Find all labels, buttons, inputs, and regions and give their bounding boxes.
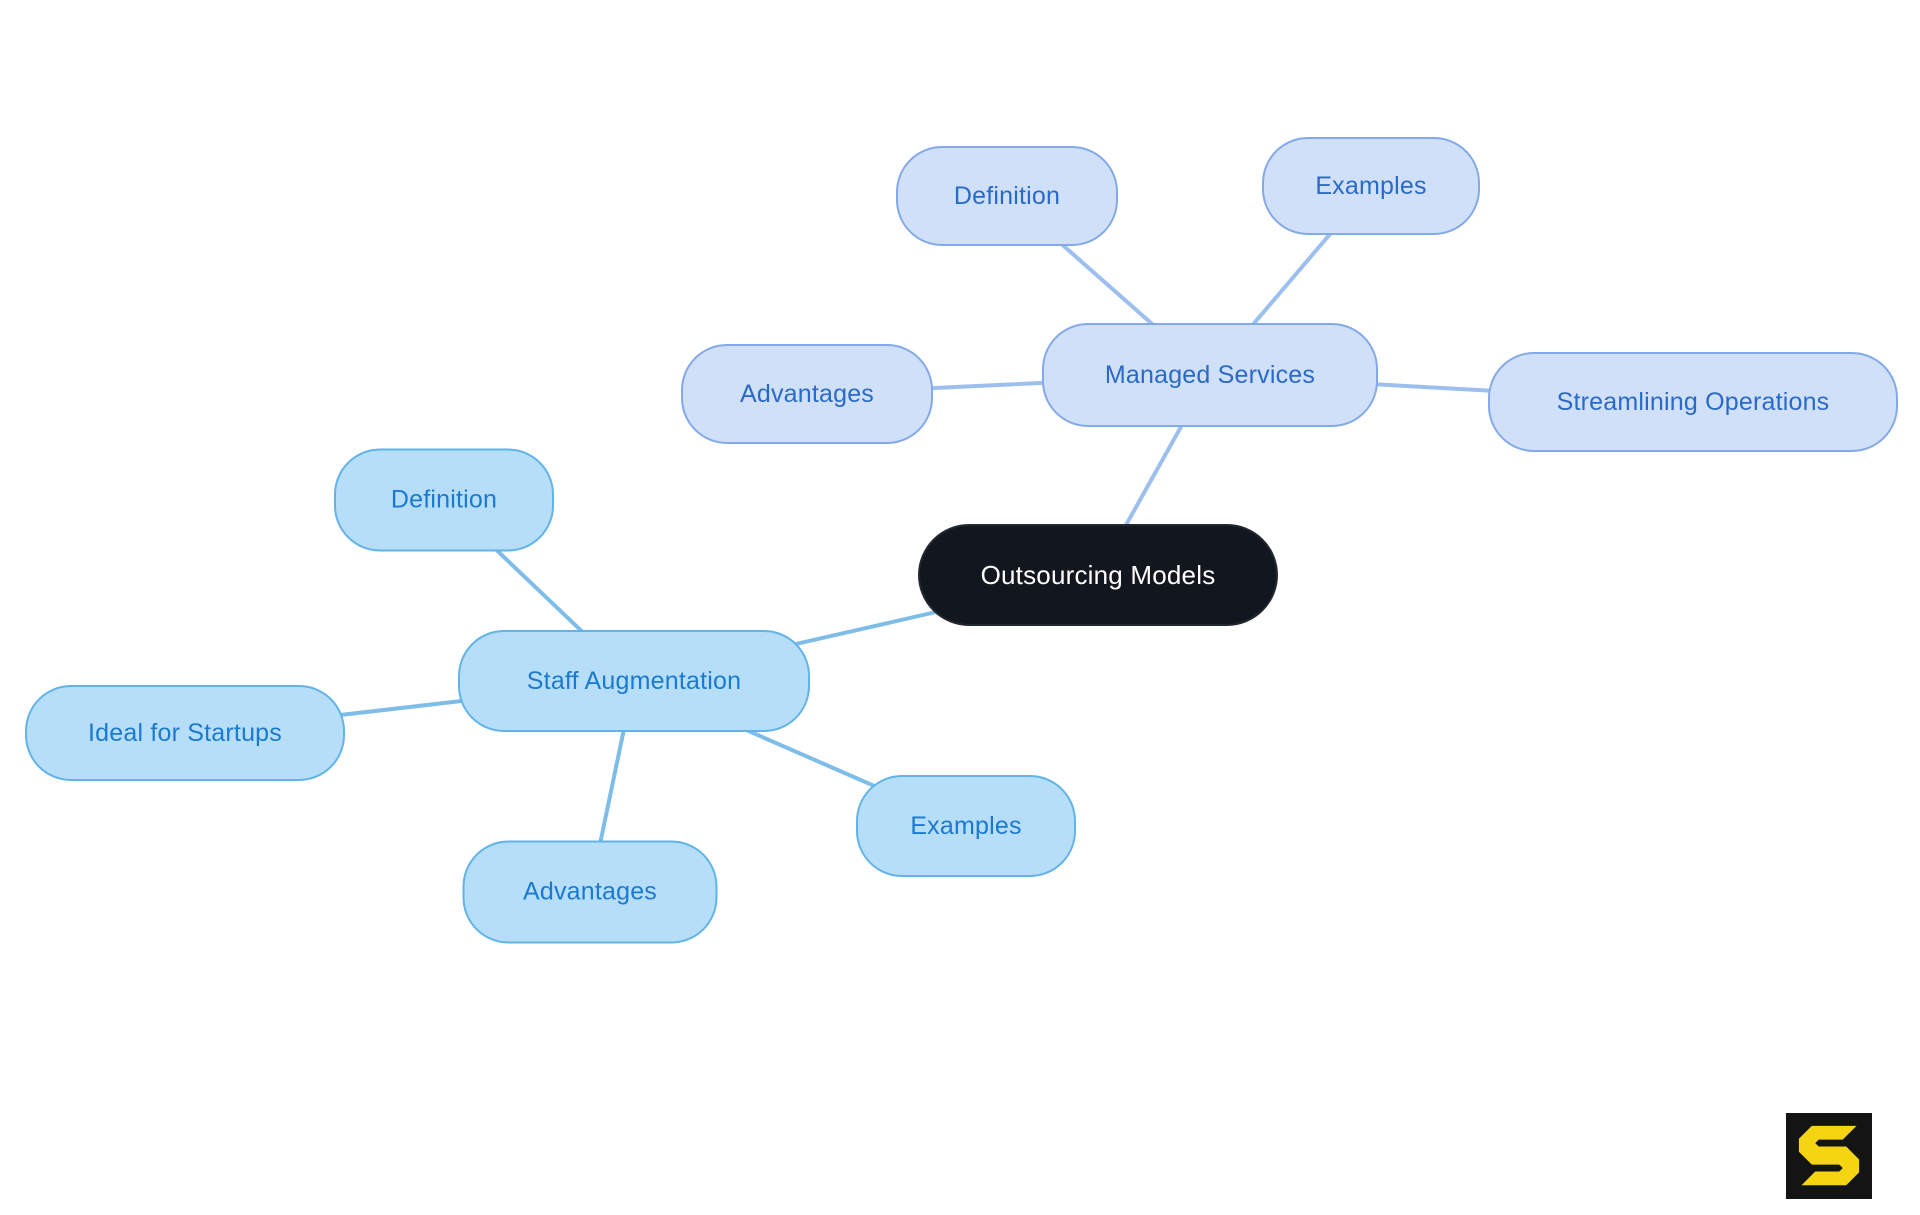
mindmap-node-staff: Staff Augmentation	[458, 630, 810, 732]
mindmap-node-managed-examples: Examples	[1262, 137, 1480, 235]
mindmap-node-managed-definition: Definition	[896, 146, 1118, 246]
mindmap-node-staff-advantages: Advantages	[462, 840, 718, 944]
mindmap-node-center: Outsourcing Models	[918, 524, 1278, 626]
s-logo-icon	[1786, 1113, 1872, 1199]
mindmap-node-staff-definition: Definition	[334, 448, 554, 552]
mindmap-node-managed: Managed Services	[1042, 323, 1378, 427]
mindmap-node-staff-ideal: Ideal for Startups	[25, 685, 345, 781]
s-glyph	[1798, 1125, 1860, 1186]
mindmap-node-staff-examples: Examples	[856, 775, 1076, 877]
mindmap-node-managed-streamlining: Streamlining Operations	[1488, 352, 1898, 452]
mindmap-node-managed-advantages: Advantages	[681, 344, 933, 444]
